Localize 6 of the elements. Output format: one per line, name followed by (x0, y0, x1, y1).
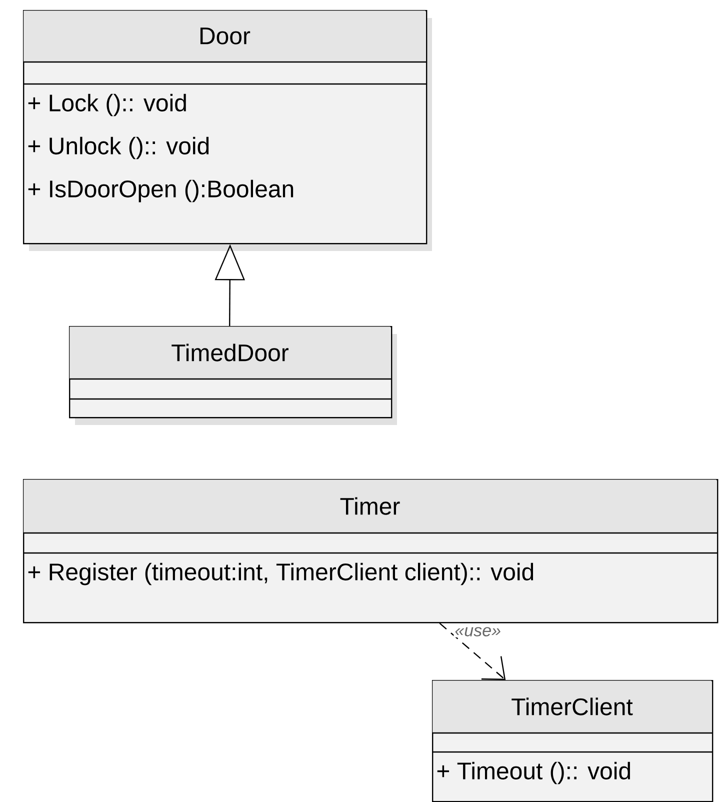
arrow (439, 622, 506, 680)
class-box: TimerClient + Timeout ():: void (432, 680, 714, 802)
class-box: Timer + Register (timeout:int, TimerClient client):: void (23, 479, 718, 624)
class-box: Door + Lock ():: void + Unlock ():: void + IsDoorOpen ():Boolean (23, 10, 432, 251)
class-box: TimedDoor (69, 326, 397, 425)
edge-label: «use» (454, 626, 502, 638)
